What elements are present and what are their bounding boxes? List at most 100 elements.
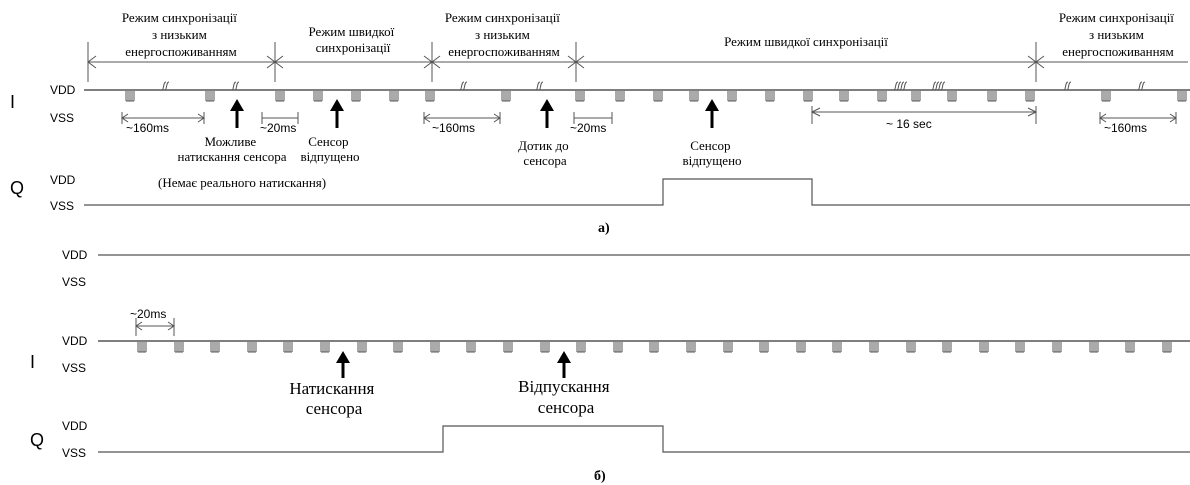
panel-b-i-vdd: VDD	[62, 334, 88, 348]
sync-pulse	[906, 342, 916, 353]
mode-low-1-line3: енергоспоживанням	[125, 44, 237, 59]
event-press-line2: сенсора	[306, 399, 363, 418]
sync-pulse	[765, 91, 775, 102]
event-possible-touch-line1: Можливе	[205, 134, 257, 149]
sync-pulse	[723, 342, 733, 353]
panel-b-top-line: VDD VSS	[62, 248, 1190, 289]
sync-pulse	[393, 342, 403, 353]
panel-a-events: Можливе натискання сенсора Сенсор відпущ…	[158, 99, 742, 190]
mode-low-1-line1: Режим синхронізації	[122, 10, 237, 25]
caption-a: а)	[598, 221, 610, 236]
sync-pulse	[205, 91, 215, 102]
sync-pulse	[210, 342, 220, 353]
panel-a-i-vdd: VDD	[50, 83, 76, 97]
sync-pulse	[1089, 342, 1099, 353]
interval-a-6: ~160ms	[1104, 121, 1147, 135]
sync-pulse	[947, 91, 957, 102]
event-released-1-line2: відпущено	[300, 149, 359, 164]
sync-pulse	[839, 91, 849, 102]
panel-b-q-label: Q	[30, 430, 44, 450]
interval-a-4: ~20ms	[570, 121, 606, 135]
sync-pulse	[247, 342, 257, 353]
sync-pulse	[351, 91, 361, 102]
sync-pulse	[615, 91, 625, 102]
svg-text:Режим синхронізації з ни: Режим синхронізації з низьким енергоспож…	[1059, 10, 1177, 59]
touch-glitch	[1137, 81, 1146, 91]
mode-fast-1-line2: синхронізації	[316, 40, 391, 55]
svg-text:Режим швидкої синхроніза: Режим швидкої синхронізації	[309, 24, 398, 55]
panel-a-signal-q: Q VDD VSS а)	[10, 173, 1190, 236]
sync-pulse	[653, 91, 663, 102]
sync-pulse	[425, 91, 435, 102]
touch-glitch	[1063, 81, 1072, 91]
event-no-real-press: (Немає реального натискання)	[158, 175, 326, 190]
sync-pulse	[1015, 342, 1025, 353]
event-possible-touch-line2: натискання сенсора	[177, 149, 286, 164]
panel-a-i-vss: VSS	[50, 111, 74, 125]
panel-b-signal-q: Q VDD VSS б)	[30, 419, 1190, 484]
sync-pulse	[320, 342, 330, 353]
svg-text:Сенсор відпущено: Сенсор відпущено	[682, 138, 741, 168]
sync-pulse	[575, 91, 585, 102]
svg-text:Натискання сенсора: Натискання сенсора	[289, 379, 378, 418]
svg-text:Сенсор відпущено: Сенсор відпущено	[300, 134, 359, 164]
touch-glitch	[937, 81, 946, 91]
sync-pulse	[911, 91, 921, 102]
arrow-released-1	[330, 99, 344, 128]
sync-pulse	[501, 91, 511, 102]
mode-fast-1-line1: Режим швидкої	[309, 24, 395, 39]
svg-text:Режим синхронізації з ни: Режим синхронізації з низьким енергоспож…	[122, 10, 240, 59]
touch-glitch	[161, 81, 170, 91]
sync-pulse	[613, 342, 623, 353]
sync-pulse	[877, 91, 887, 102]
sync-pulse	[1052, 342, 1062, 353]
sync-pulse	[689, 91, 699, 102]
sync-pulse	[686, 342, 696, 353]
panel-a-intervals: ~160ms ~20ms ~160ms ~20ms ~ 16 sec ~160m…	[121, 106, 1177, 135]
mode-low-3-line3: енергоспоживанням	[1062, 44, 1174, 59]
sync-pulse	[979, 342, 989, 353]
sync-pulse	[313, 91, 323, 102]
mode-low-2-line2: з низьким	[475, 27, 530, 42]
panel-b-top-vdd: VDD	[62, 248, 88, 262]
touch-glitch	[459, 81, 468, 91]
svg-text:Дотик до сенсора: Дотик до сенсора	[518, 138, 572, 168]
sync-pulse	[869, 342, 879, 353]
event-released-1-line1: Сенсор	[308, 134, 348, 149]
mode-low-3-line1: Режим синхронізації	[1059, 10, 1174, 25]
panel-b-q-vss: VSS	[62, 446, 86, 460]
touch-glitch	[931, 81, 940, 91]
mode-fast-2: Режим швидкої синхронізації	[724, 34, 888, 49]
panel-b-top-vss: VSS	[62, 275, 86, 289]
panel-a-q-vss: VSS	[50, 199, 74, 213]
sync-pulse	[1177, 91, 1187, 102]
sync-pulse	[796, 342, 806, 353]
panel-a-q-label: Q	[10, 178, 24, 198]
touch-glitch	[231, 81, 240, 91]
mode-low-2-line3: енергоспоживанням	[448, 44, 560, 59]
sync-pulse	[832, 342, 842, 353]
interval-b: ~20ms	[130, 307, 166, 321]
sync-pulse	[727, 91, 737, 102]
sync-pulse	[357, 342, 367, 353]
arrow-possible-touch	[230, 99, 244, 128]
mode-low-2-line1: Режим синхронізації	[445, 10, 560, 25]
touch-glitch	[899, 81, 908, 91]
sync-pulse	[1125, 342, 1135, 353]
panel-a-i-label: I	[10, 92, 15, 112]
interval-a-3: ~160ms	[432, 121, 475, 135]
sync-pulse	[466, 342, 476, 353]
sync-pulse	[137, 342, 147, 353]
arrow-released-2	[705, 99, 719, 128]
panel-a-q-vdd: VDD	[50, 173, 76, 187]
event-touch-line1: Дотик до	[518, 138, 569, 153]
mode-header: Режим синхронізації з низьким енергоспож…	[87, 10, 1188, 82]
touch-glitch	[535, 81, 544, 91]
svg-text:Можливе натискання сенсо: Можливе натискання сенсора	[177, 134, 286, 164]
panel-b-signal-i: ~20ms I VDD VSS Натискання сенсора Відпу…	[30, 307, 1190, 418]
sync-pulse	[1162, 342, 1172, 353]
event-press-line1: Натискання	[289, 379, 374, 398]
interval-a-2: ~20ms	[260, 121, 296, 135]
sync-pulse	[803, 91, 813, 102]
interval-a-1: ~160ms	[126, 121, 169, 135]
